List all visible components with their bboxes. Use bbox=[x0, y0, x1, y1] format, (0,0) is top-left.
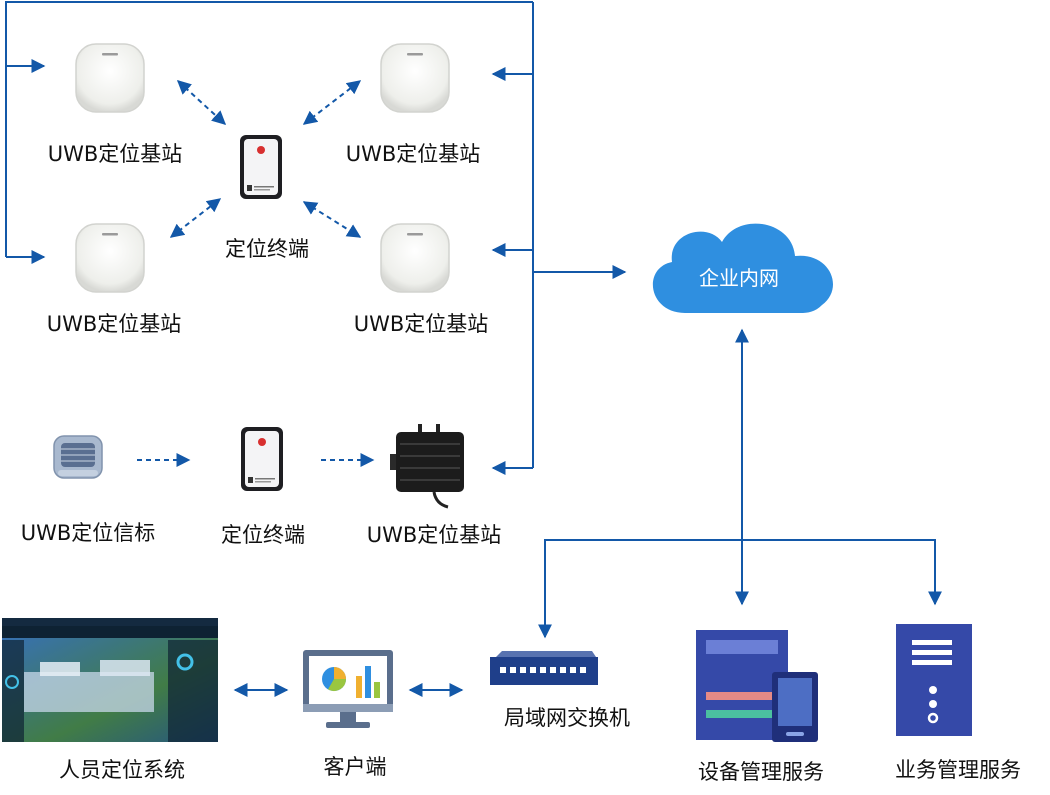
server-icon bbox=[696, 630, 818, 742]
client-label: 客户端 bbox=[323, 755, 387, 779]
cloud-label: 企业内网 bbox=[699, 266, 779, 290]
terminal-label-top: 定位终端 bbox=[225, 237, 309, 261]
positioning-system-label: 人员定位系统 bbox=[59, 758, 185, 782]
tag-device-icon bbox=[241, 427, 283, 491]
station-label-bottom-right: UWB定位基站 bbox=[353, 312, 489, 336]
station-label-top-left: UWB定位基站 bbox=[47, 142, 183, 166]
left-feed-line bbox=[5, 1, 533, 257]
beacon-label: UWB定位信标 bbox=[20, 521, 156, 545]
outdoor-station-label: UWB定位基站 bbox=[366, 523, 502, 547]
connection-lines bbox=[5, 1, 942, 697]
dashed-links bbox=[137, 80, 375, 467]
switch-label: 局域网交换机 bbox=[504, 706, 630, 730]
dashed-link-br bbox=[302, 201, 362, 238]
station-label-bottom-left: UWB定位基站 bbox=[46, 312, 182, 336]
cloud-icon bbox=[652, 223, 834, 313]
terminal-label-bottom: 定位终端 bbox=[221, 523, 305, 547]
dashed-link-tr bbox=[302, 80, 362, 125]
outdoor-ap-icon bbox=[390, 424, 464, 509]
dashed-link-bl bbox=[169, 198, 222, 238]
tag-device-icon bbox=[240, 135, 282, 199]
monitor-chart-icon bbox=[303, 650, 393, 728]
business-mgmt-label: 业务管理服务 bbox=[895, 758, 1021, 782]
beacon-icon bbox=[53, 435, 103, 479]
ap-dome-icon bbox=[75, 223, 145, 293]
ap-dome-icon bbox=[380, 223, 450, 293]
station-label-top-right: UWB定位基站 bbox=[345, 142, 481, 166]
system-screenshot bbox=[2, 618, 218, 742]
device-mgmt-label: 设备管理服务 bbox=[698, 760, 824, 784]
ap-dome-icon bbox=[380, 43, 450, 113]
server-bus bbox=[538, 539, 942, 639]
ap-dome-icon bbox=[75, 43, 145, 113]
dashed-link-tl bbox=[176, 80, 227, 125]
server-icon bbox=[896, 624, 972, 736]
network-switch-icon bbox=[490, 651, 598, 685]
